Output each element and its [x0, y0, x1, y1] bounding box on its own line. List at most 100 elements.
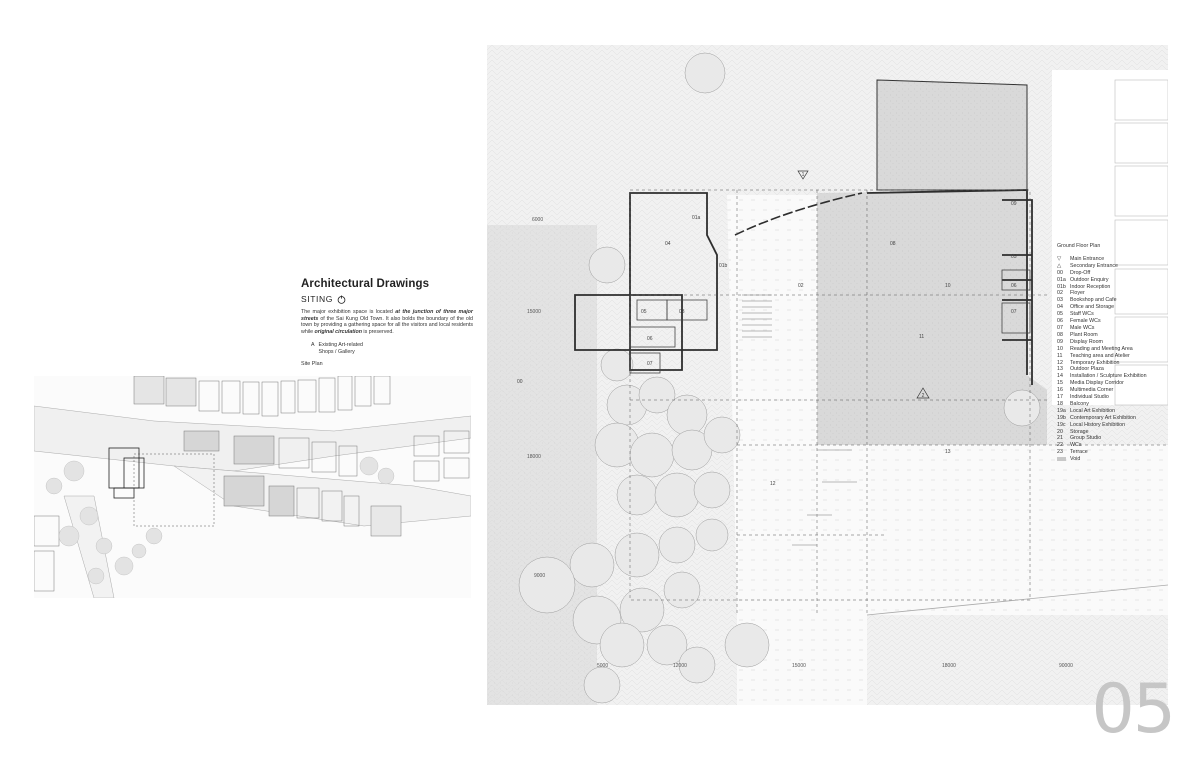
legend-item-number: ▽: [1057, 255, 1062, 262]
site-plan-label: Site Plan: [301, 360, 323, 367]
legend-item-label: Storage: [1070, 428, 1089, 435]
legend-item-number: 14: [1057, 373, 1063, 380]
legend-item-number: 10: [1057, 345, 1063, 352]
legend-item-label: Void: [1070, 456, 1081, 463]
legend-item-number: 02: [1057, 290, 1063, 297]
legend-item-number: 19c: [1057, 421, 1066, 428]
room-label-11: 11: [919, 334, 924, 340]
legend-item: 15 Media Display Corridor: [1057, 380, 1167, 387]
legend-item-label: Media Display Corridor: [1070, 380, 1124, 387]
legend-item-label: Teaching area and Atelier: [1070, 352, 1130, 359]
legend-item-number: 17: [1057, 394, 1063, 401]
legend-item-label: Secondary Entrance: [1070, 262, 1118, 269]
legend-item: 08 Plant Room: [1057, 332, 1167, 339]
page-number: 05: [1091, 670, 1176, 749]
room-label-05b: 05: [1011, 254, 1017, 260]
legend-item-label: Outdoor Plaza: [1070, 366, 1104, 373]
legend-item-number: 22: [1057, 442, 1063, 449]
site-legend-marker: A: [311, 342, 315, 349]
siting-label: SITING: [301, 294, 333, 304]
legend-item: 19a Local Art Exhibition: [1057, 408, 1167, 415]
legend-item-number: 20: [1057, 428, 1063, 435]
title-block: Architectural Drawings SITING The major …: [301, 278, 473, 367]
legend-item: 21 Group Studio: [1057, 435, 1167, 442]
legend-item-number: 01a: [1057, 276, 1066, 283]
legend-item-number: 12: [1057, 359, 1063, 366]
room-label-08: 08: [890, 241, 896, 247]
legend-item-number: 03: [1057, 297, 1063, 304]
legend-item-number: 04: [1057, 304, 1063, 311]
legend-item-label: Plant Room: [1070, 331, 1098, 338]
legend-item-number: 07: [1057, 324, 1063, 331]
room-label-05: 05: [641, 309, 647, 315]
room-labels: 01a 01b 02 04 05 03 06 07 08 09 10 11 12…: [517, 201, 1017, 487]
legend-item-label: Terrace: [1070, 449, 1088, 456]
room-label-01b: 01b: [719, 263, 728, 269]
north-arrow-icon: [337, 294, 346, 304]
legend-title: Ground Floor Plan: [1057, 243, 1101, 249]
room-label-04: 04: [665, 241, 671, 247]
legend-item-number: 16: [1057, 387, 1063, 394]
room-label-01a: 01a: [692, 215, 701, 221]
legend-item-number: 11: [1057, 352, 1063, 359]
legend-item-number: 09: [1057, 338, 1063, 345]
room-label-10: 10: [945, 283, 951, 289]
legend-item-label: Outdoor Enquiry: [1070, 276, 1109, 283]
legend-item: 12 Temporary Exhibition: [1057, 360, 1167, 367]
legend-item-label: Group Studio: [1070, 435, 1102, 442]
secondary-entrance-marker: 2: [916, 387, 930, 399]
legend-item-number: 21: [1057, 435, 1063, 442]
room-label-09: 09: [1011, 201, 1017, 207]
legend-item-label: Installation / Sculpture Exhibition: [1070, 373, 1147, 380]
legend-item-label: Local Art Exhibition: [1070, 407, 1116, 414]
ground-floor-plan-drawing: 1 2 01a 01b 02 04 05 03 06 07 08 09 10 1…: [487, 45, 1168, 705]
legend-item: Void: [1057, 456, 1167, 464]
legend-item-number: [1057, 456, 1070, 464]
legend-item-label: Display Room: [1070, 338, 1103, 345]
legend-item: 09 Display Room: [1057, 339, 1167, 346]
legend-item-label: Temporary Exhibition: [1070, 359, 1120, 366]
dimension-5000: 5000: [597, 663, 608, 669]
legend-item-number: 19b: [1057, 414, 1066, 421]
room-label-06: 06: [647, 336, 653, 342]
svg-text:1: 1: [802, 172, 805, 178]
floor-plan-legend: Ground Floor Plan ▽ Main Entrance △ Seconda…: [1057, 243, 1167, 464]
legend-item-label: Indoor Reception: [1070, 283, 1111, 290]
legend-item: 04 Office and Storage: [1057, 304, 1167, 311]
legend-item-label: Main Entrance: [1070, 255, 1105, 262]
legend-item-number: 15: [1057, 380, 1063, 387]
room-label-07b: 07: [1011, 309, 1017, 315]
room-label-07: 07: [647, 361, 653, 367]
dimension-6000: 6000: [532, 217, 543, 223]
legend-item-label: Staff WCs: [1070, 311, 1094, 318]
legend-item-number: 19a: [1057, 407, 1066, 414]
svg-text:2: 2: [922, 393, 925, 399]
legend-item-number: 08: [1057, 331, 1063, 338]
room-label-12: 12: [770, 481, 776, 487]
room-label-02: 02: [798, 283, 804, 289]
main-entrance-marker: 1: [797, 170, 809, 180]
room-label-06b: 06: [1011, 283, 1017, 289]
legend-item-label: WCs: [1070, 442, 1082, 449]
legend-item-label: Office and Storage: [1070, 304, 1115, 311]
void-swatch-icon: [1057, 457, 1066, 462]
dimension-9000: 9000: [534, 573, 545, 579]
dimension-15000: 15000: [527, 309, 541, 315]
dimension-18000: 18000: [527, 454, 541, 460]
site-plan-drawing: [34, 376, 471, 598]
legend-item-label: Female WCs: [1070, 318, 1101, 325]
legend-item-number: △: [1057, 262, 1062, 269]
legend-item: △ Secondary Entrance: [1057, 263, 1167, 270]
